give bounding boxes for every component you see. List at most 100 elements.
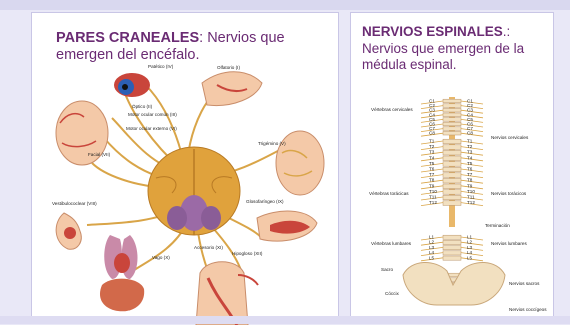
code-t10-r: T10 (467, 189, 475, 194)
vertebra-c3 (442, 108, 462, 113)
code-t1-l: T1 (429, 139, 435, 144)
nerve-c2-r (460, 105, 484, 109)
code-c6-l: C6 (429, 122, 435, 127)
ear-illustration (55, 212, 82, 250)
vertebra-c6 (442, 121, 462, 127)
nerve-c7-l (420, 128, 444, 132)
nerve-c6-r (460, 123, 484, 128)
vertebra-t4 (442, 155, 462, 161)
code-c4-r: C4 (467, 112, 473, 117)
code-l4-r: L4 (467, 250, 473, 255)
spinal-heading-rest: .: Nervios que emergen de la médula espi… (362, 24, 525, 72)
label-facial: Facial (VII) (88, 152, 111, 157)
code-t5-l: T5 (429, 161, 435, 166)
code-t3-r: T3 (467, 150, 473, 155)
nerve-t11-l (420, 196, 444, 201)
brain-illustration (147, 146, 241, 236)
nerve-c8-l (420, 132, 444, 137)
code-t2-r: T2 (467, 144, 473, 149)
code-c2-l: C2 (429, 103, 435, 108)
vertebra-t12 (442, 200, 462, 206)
nerve-l1-l (420, 236, 444, 241)
code-c2-r: C2 (467, 103, 473, 108)
nerve-t10-r (460, 191, 484, 195)
vertebra-t6 (442, 166, 462, 173)
code-c1-r: C1 (467, 99, 473, 104)
cranial-nerves-illustration: Patético (IV) Olfatorio (I) Óptico (II) … (52, 64, 325, 325)
code-t7-r: T7 (467, 172, 473, 177)
cranial-nerve-labels: Patético (IV) Olfatorio (I) Óptico (II) … (52, 64, 286, 260)
code-t8-r: T8 (467, 178, 473, 183)
label-accesorio: Accesorio (XI) (194, 245, 223, 250)
nerve-c1-r (460, 100, 484, 105)
code-t2-l: T2 (429, 144, 435, 149)
label-terminacion: Terminación (485, 223, 510, 228)
label-olfatorio: Olfatorio (I) (217, 65, 240, 70)
code-c4-l: C4 (429, 112, 435, 117)
code-t3-l: T3 (429, 150, 435, 155)
cranial-nerves-heading: PARES CRANEALES: Nervios que emergen del… (56, 30, 326, 64)
nerve-t4-r (460, 157, 484, 162)
nerve-t11-r (460, 196, 484, 201)
page-bottom-band (0, 316, 570, 324)
label-vertebras-cervicales: Vértebras cervicales (371, 107, 413, 112)
vertebra-l1 (442, 234, 462, 240)
nerve-c4-r (460, 114, 484, 119)
cranial-heading-rest: : Nervios que emergen del encéfalo. (56, 30, 285, 63)
spinal-nerves-panel: NERVIOS ESPINALES.: Nervios que emergen … (350, 12, 554, 324)
code-l2-l: L2 (429, 240, 435, 245)
code-c5-r: C5 (467, 117, 473, 122)
code-t12-l: T12 (429, 200, 437, 205)
code-l1-r: L1 (467, 235, 473, 240)
nerve-t9-l (420, 185, 444, 190)
nerve-t3-l (420, 151, 444, 156)
code-c8-r: C8 (467, 131, 473, 136)
code-t11-r: T11 (467, 195, 475, 200)
nerve-t7-r (460, 174, 484, 178)
code-c7-r: C7 (467, 126, 473, 131)
nerve-c7-r (460, 128, 484, 132)
code-t7-l: T7 (429, 172, 435, 177)
code-c1-l: C1 (429, 99, 435, 104)
vertebra-t8 (442, 178, 462, 184)
nerve-t8-l (420, 179, 444, 184)
nerve-t4-l (420, 157, 444, 162)
label-vertebras-toracicas: Vértebras torácicas (369, 191, 409, 196)
nose-illustration (201, 71, 263, 107)
spinal-heading-bold: NERVIOS ESPINALES (362, 24, 503, 39)
spinal-nerves-heading: NERVIOS ESPINALES.: Nervios que emergen … (362, 24, 552, 74)
nerve-t12-l (420, 202, 444, 206)
nerve-t1-l (420, 140, 444, 145)
code-l3-r: L3 (467, 245, 473, 250)
label-nervios-cervicales: Nervios cervicales (491, 135, 529, 140)
code-t5-r: T5 (467, 161, 473, 166)
label-nervios-sacros: Nervios sacros (509, 281, 540, 286)
code-l1-l: L1 (429, 235, 435, 240)
label-sacro: Sacro (381, 267, 393, 272)
code-c8-l: C8 (429, 131, 435, 136)
cranial-heading-bold: PARES CRANEALES (56, 30, 200, 46)
label-glosofaringeo: Glosofaríngeo (IX) (246, 199, 284, 204)
label-motor-ocular-comun: Motor ocular común (III) (128, 112, 177, 117)
nerve-l4-l (420, 252, 444, 256)
vertebra-c5 (442, 117, 462, 122)
vertebra-t1 (442, 138, 462, 145)
code-l5-l: L5 (429, 255, 435, 260)
code-t12-r: T12 (467, 200, 475, 205)
nerve-t8-r (460, 179, 484, 184)
vertebra-t7 (442, 172, 462, 178)
nerve-t6-l (420, 168, 444, 173)
vertebra-t2 (442, 144, 462, 150)
nerve-l1-r (460, 236, 484, 241)
nerve-c2-l (420, 105, 444, 109)
vertebra-t9 (442, 183, 462, 189)
code-c3-r: C3 (467, 108, 473, 113)
face-left-illustration (55, 100, 109, 166)
code-c6-r: C6 (467, 122, 473, 127)
page-top-band (0, 0, 570, 10)
vertebra-t3 (442, 150, 462, 156)
vertebra-l2 (442, 240, 462, 245)
code-t1-r: T1 (467, 139, 473, 144)
vertebra-t5 (442, 161, 462, 167)
